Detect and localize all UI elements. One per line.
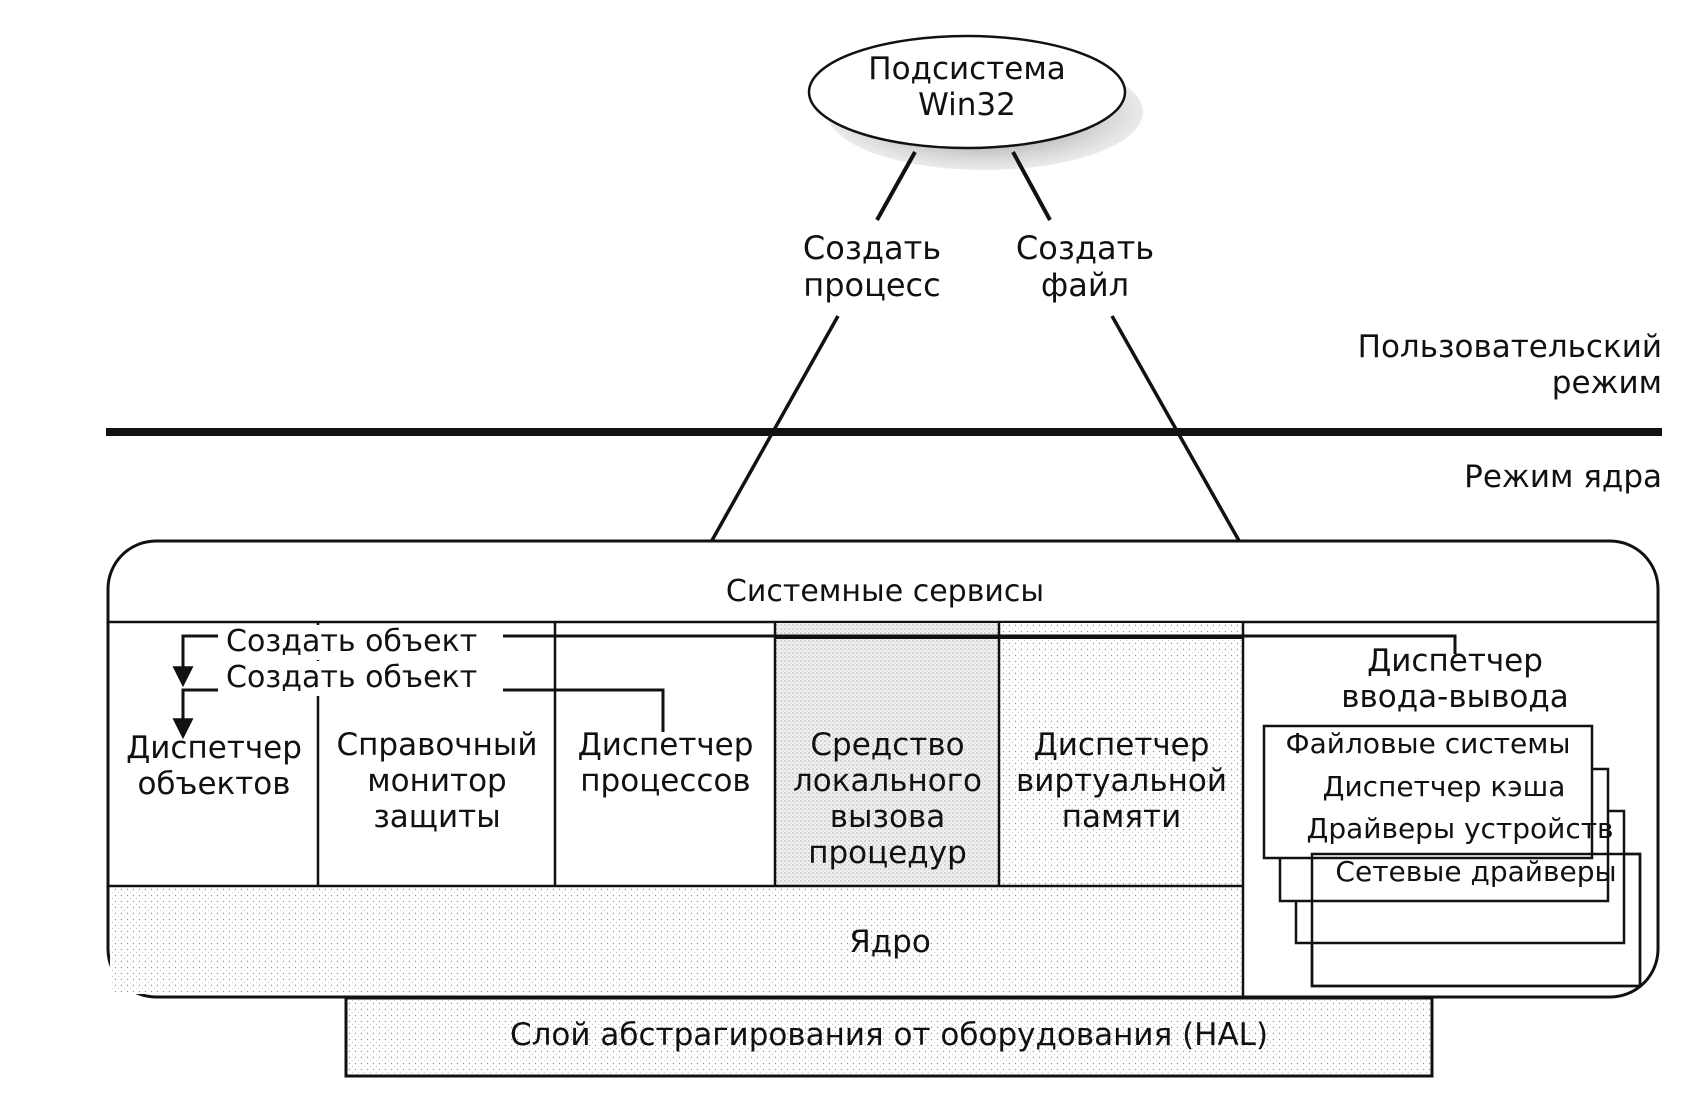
io-stack-label-4: Сетевые драйверы (1335, 855, 1617, 888)
subsystem-ellipse (807, 34, 1127, 150)
kernel-label: Ядро (849, 924, 931, 960)
object-manager-label: Диспетчер объектов (126, 730, 302, 802)
create-object-1-arrow (172, 634, 218, 688)
hal-label: Слой абстрагирования от оборудования (HA… (509, 1017, 1269, 1053)
user-mode-label: Пользовательский режим (1357, 329, 1662, 401)
create-object-1-label: Создать объект (226, 624, 502, 660)
io-stack-label-2: Диспетчер кэша (1322, 770, 1566, 803)
hal-box (344, 996, 1434, 1078)
io-stack-label-1: Файловые системы (1285, 727, 1571, 760)
io-manager-label: Диспетчер ввода-вывода (1341, 643, 1569, 715)
io-stack-box-4-front (1310, 852, 1642, 988)
kernel-mode-label: Режим ядра (1464, 459, 1662, 495)
security-monitor-label: Справочный монитор защиты (336, 727, 538, 835)
kernel-shade (110, 886, 1243, 994)
create-file-label: Создать файл (1015, 229, 1155, 305)
ellipse-to-create-process (875, 151, 917, 221)
create-object-2-label: Создать объект (226, 660, 502, 696)
create-process-label: Создать процесс (802, 229, 942, 305)
lpc-label: Средство локального вызова процедур (792, 727, 983, 871)
vm-manager-label: Диспетчер виртуальной памяти (1016, 727, 1227, 835)
lpc-shade (775, 623, 999, 885)
io-stack-label-3: Драйверы устройств (1306, 812, 1614, 845)
create-object-2-connector (503, 688, 665, 732)
system-services-label: Системные сервисы (725, 574, 1045, 609)
io-stack-box-1 (1262, 724, 1594, 860)
process-manager-label: Диспетчер процессов (577, 727, 754, 799)
subsystem-label: Подсистема Win32 (868, 51, 1066, 123)
ellipse-to-create-file (1011, 151, 1052, 221)
create-object-2-arrow (172, 688, 218, 740)
create-object-1-connector (503, 634, 1457, 654)
vm-shade (999, 623, 1243, 885)
